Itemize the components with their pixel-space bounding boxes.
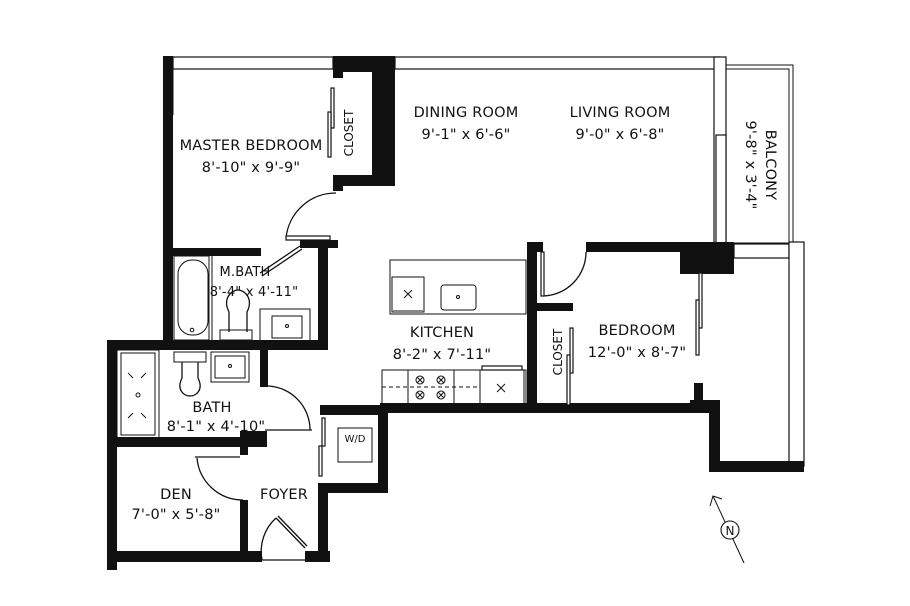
room-name-living-room: LIVING ROOM: [570, 105, 671, 121]
fixtures: [116, 255, 527, 463]
room-dims-bath: 8'-1" x 4'-10": [167, 419, 266, 435]
room-dims-den: 7'-0" x 5'-8": [131, 507, 220, 523]
room-dims-balcony: 9'-8" x 3'-4": [742, 120, 758, 209]
room-dims-bedroom: 12'-0" x 8'-7": [588, 345, 687, 361]
doors: [195, 87, 703, 561]
room-dims-master-bedroom: 8'-10" x 9'-9": [202, 160, 301, 176]
room-dims-living-room: 9'-0" x 6'-8": [575, 127, 664, 143]
room-name-balcony: BALCONY: [762, 130, 778, 201]
north-arrow-icon: N: [709, 495, 745, 564]
room-name-foyer: FOYER: [260, 487, 308, 503]
room-name-dining-room: DINING ROOM: [414, 105, 519, 121]
room-labels: MASTER BEDROOM 8'-10" x 9'-9" CLOSET DIN…: [131, 105, 778, 523]
walls: [107, 56, 805, 570]
room-name-bedroom: BEDROOM: [598, 323, 675, 339]
washer-dryer-label: W/D: [345, 434, 366, 445]
room-dims-kitchen: 8'-2" x 7'-11": [393, 347, 492, 363]
room-dims-dining-room: 9'-1" x 6'-6": [421, 127, 510, 143]
room-name-master-bath: M.BATH: [219, 265, 270, 280]
room-dims-master-bath: 8'-4" x 4'-11": [210, 285, 299, 300]
room-name-den: DEN: [160, 487, 192, 503]
room-name-closet-bedroom: CLOSET: [551, 328, 565, 375]
room-name-bath: BATH: [192, 400, 231, 416]
room-name-master-bedroom: MASTER BEDROOM: [180, 138, 323, 154]
stove-burners: [415, 375, 446, 400]
compass-label: N: [726, 524, 735, 538]
room-name-closet-master: CLOSET: [342, 109, 356, 156]
room-name-kitchen: KITCHEN: [410, 325, 474, 341]
